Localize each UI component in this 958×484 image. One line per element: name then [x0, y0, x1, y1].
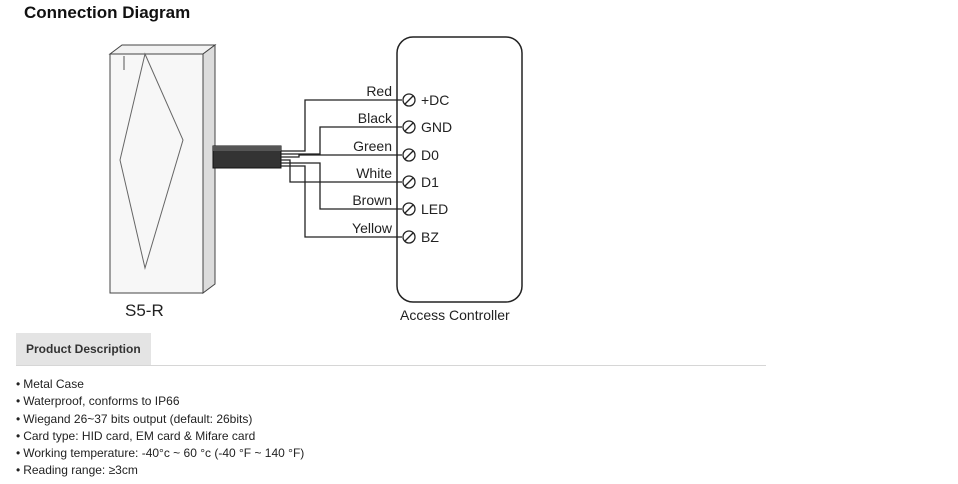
wire-line — [281, 165, 402, 238]
reader-label: S5-R — [125, 301, 164, 320]
list-item: Reading range: ≥3cm — [16, 462, 304, 479]
terminal-label: +DC — [421, 92, 449, 108]
list-item: Metal Case — [16, 376, 304, 393]
card-reader-device — [108, 44, 217, 294]
terminal-label: D1 — [421, 174, 439, 190]
terminal-screw-icon — [402, 120, 416, 134]
wire-color-label: Black — [358, 110, 393, 126]
wire-line — [281, 126, 402, 155]
tab-bar: Product Description — [16, 333, 766, 366]
wire-color-label: Brown — [352, 192, 392, 208]
terminal-screw-icon — [402, 93, 416, 107]
wire-line — [281, 162, 402, 210]
terminal-screw-icon — [402, 148, 416, 162]
terminal-label: D0 — [421, 147, 439, 163]
terminal-label: LED — [421, 201, 448, 217]
list-item: Wiegand 26~37 bits output (default: 26bi… — [16, 411, 304, 428]
page-title: Connection Diagram — [24, 3, 191, 22]
list-item: Card type: HID card, EM card & Mifare ca… — [16, 428, 304, 445]
wire-color-label: Yellow — [352, 220, 393, 236]
wire-line — [281, 159, 402, 183]
terminal-screw-icon — [402, 202, 416, 216]
terminal-screw-icon — [402, 230, 416, 244]
controller-label: Access Controller — [400, 307, 510, 323]
wire-line — [281, 99, 402, 152]
wire-color-label: Green — [353, 138, 392, 154]
wire-cable — [212, 145, 282, 169]
wire-line — [281, 154, 402, 158]
access-controller-box — [396, 36, 523, 303]
terminal-screw-icon — [402, 175, 416, 189]
terminal-label: GND — [421, 119, 452, 135]
terminal-label: BZ — [421, 229, 439, 245]
list-item: Working temperature: -40°c ~ 60 °c (-40 … — [16, 445, 304, 462]
tab-product-description[interactable]: Product Description — [16, 333, 151, 365]
feature-list: Metal Case Waterproof, conforms to IP66 … — [16, 376, 304, 480]
list-item: Waterproof, conforms to IP66 — [16, 393, 304, 410]
wire-color-label: Red — [366, 83, 392, 99]
wire-color-label: White — [356, 165, 392, 181]
